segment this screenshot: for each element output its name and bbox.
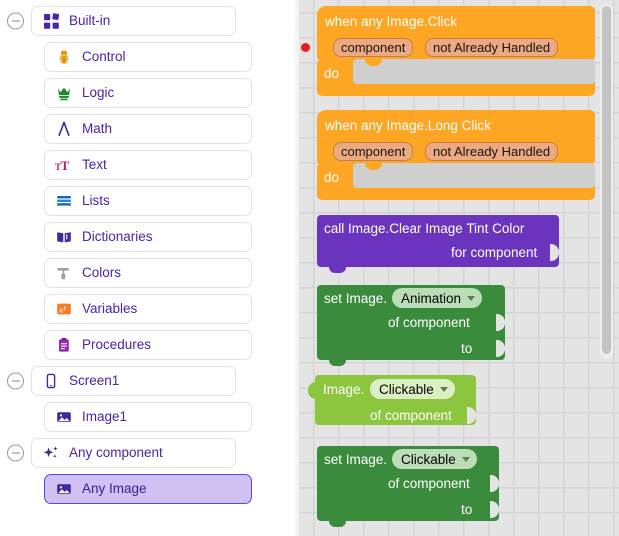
dropdown-value: Clickable [401, 451, 456, 467]
tree-row-text: T T Text [0, 150, 295, 180]
math-compass-icon [55, 120, 73, 138]
svg-text:x: x [58, 305, 64, 315]
block-row-label-to: to [461, 341, 473, 356]
palette-item-label: Logic [82, 85, 115, 101]
palette-category-label: Screen1 [69, 373, 120, 389]
palette-item-label: Text [82, 157, 107, 173]
palette-item-colors[interactable]: Colors [44, 258, 252, 288]
colors-roller-icon [55, 264, 73, 282]
palette-item-label: Math [82, 121, 113, 137]
image-icon [55, 480, 73, 498]
tree-row-image1: Image1 [0, 402, 295, 432]
phone-icon [42, 372, 60, 390]
palette-item-dictionaries[interactable]: Dictionaries [44, 222, 252, 252]
blocks-workspace-canvas[interactable]: when any Image.Click component not Alrea… [295, 0, 619, 536]
collapse-toggle-any-component-icon[interactable] [7, 444, 24, 462]
block-row-label-of-component: of component [388, 315, 470, 330]
blocks-palette-tree: Built-in Control [0, 0, 295, 536]
chevron-down-icon [439, 386, 448, 392]
property-dropdown-clickable[interactable]: Clickable [392, 449, 477, 469]
block-row-label-of-component: of component [388, 476, 470, 491]
palette-item-procedures[interactable]: Procedures [44, 330, 252, 360]
chevron-down-icon [467, 295, 476, 301]
block-row-label-for-component: for component [451, 245, 538, 260]
tree-row-procedures: Procedures [0, 330, 295, 360]
palette-item-any-image[interactable]: Any Image [44, 474, 252, 504]
variables-xy-icon: x y [55, 300, 73, 318]
tree-row-math: Math [0, 114, 295, 144]
svg-text:T: T [55, 162, 61, 172]
tree-row-lists: Lists [0, 186, 295, 216]
block-statement-label-do: do [324, 66, 340, 81]
image-icon [55, 408, 73, 426]
blocks-grid-icon [42, 12, 60, 30]
block-statement-label-do: do [324, 170, 340, 185]
palette-item-control[interactable]: Control [44, 42, 252, 72]
palette-item-text[interactable]: T T Text [44, 150, 252, 180]
workspace-left-gutter [295, 0, 299, 536]
dropdown-value: Clickable [379, 381, 434, 397]
palette-item-label: Lists [82, 193, 110, 209]
block-title: when any Image.Click [325, 14, 458, 29]
palette-item-math[interactable]: Math [44, 114, 252, 144]
control-bee-icon [55, 48, 73, 66]
tree-row-screen1: Screen1 [0, 366, 295, 396]
palette-category-label: Built-in [69, 13, 111, 29]
svg-text:T: T [61, 158, 70, 173]
chevron-down-icon [461, 456, 470, 462]
svg-text:y: y [63, 305, 67, 311]
tree-row-logic: Logic [0, 78, 295, 108]
workspace-vertical-scrollbar[interactable] [602, 6, 611, 354]
palette-item-label: Dictionaries [82, 229, 153, 245]
palette-item-label: Procedures [82, 337, 152, 353]
block-title: when any Image.Long Click [325, 118, 491, 133]
block-row-label-to: to [461, 502, 473, 517]
tree-row-variables: x y Variables [0, 294, 295, 324]
block-param-component[interactable]: component [333, 38, 414, 57]
tree-row-any-image: Any Image [0, 474, 295, 504]
block-error-dot-icon[interactable] [301, 43, 310, 52]
tree-row-colors: Colors [0, 258, 295, 288]
palette-item-label: Control [82, 49, 126, 65]
block-param-component[interactable]: component [333, 142, 414, 161]
block-prefix: set Image. [324, 291, 388, 306]
tree-row-dictionaries: Dictionaries [0, 222, 295, 252]
block-prefix: Image. [323, 382, 365, 397]
palette-item-variables[interactable]: x y Variables [44, 294, 252, 324]
palette-item-label: Colors [82, 265, 122, 281]
collapse-toggle-built-in-icon[interactable] [7, 12, 24, 30]
dropdown-value: Animation [401, 290, 462, 306]
palette-category-label: Any component [69, 445, 163, 461]
block-param-not-already-handled[interactable]: not Already Handled [425, 38, 559, 57]
palette-category-any-component[interactable]: Any component [31, 438, 236, 468]
palette-category-screen1[interactable]: Screen1 [31, 366, 236, 396]
property-dropdown-animation[interactable]: Animation [392, 288, 483, 308]
dictionaries-book-icon [55, 228, 73, 246]
tree-row-any-component: Any component [0, 438, 295, 468]
palette-item-image1[interactable]: Image1 [44, 402, 252, 432]
logic-crown-icon [55, 84, 73, 102]
block-param-not-already-handled[interactable]: not Already Handled [425, 142, 559, 161]
block-prefix: set Image. [324, 452, 388, 467]
block-title: call Image.Clear Image Tint Color [324, 221, 525, 236]
text-tt-icon: T T [55, 156, 73, 174]
tree-row-control: Control [0, 42, 295, 72]
lists-stack-icon [55, 192, 73, 210]
tree-row-built-in: Built-in [0, 6, 295, 36]
block-row-label-of-component: of component [370, 408, 452, 423]
palette-item-label: Image1 [82, 409, 128, 425]
palette-item-lists[interactable]: Lists [44, 186, 252, 216]
palette-item-label: Variables [82, 301, 138, 317]
palette-category-built-in[interactable]: Built-in [31, 6, 236, 36]
collapse-toggle-screen1-icon[interactable] [7, 372, 24, 390]
palette-item-logic[interactable]: Logic [44, 78, 252, 108]
procedures-clipboard-icon [55, 336, 73, 354]
sparkle-icon [42, 444, 60, 462]
palette-item-label: Any Image [82, 481, 147, 497]
property-dropdown-clickable[interactable]: Clickable [370, 379, 455, 399]
